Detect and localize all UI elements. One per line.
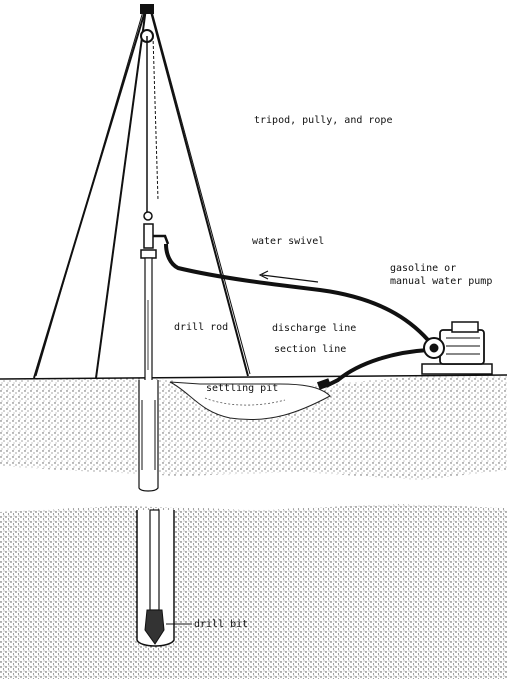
label-section-line: section line bbox=[274, 344, 347, 355]
ground-upper bbox=[0, 374, 507, 480]
ground-lower bbox=[0, 504, 507, 679]
drill-bit bbox=[144, 609, 165, 645]
rope-tail bbox=[152, 35, 159, 201]
tripod bbox=[33, 7, 251, 379]
ground-surface bbox=[0, 374, 507, 380]
pit-water bbox=[204, 397, 286, 406]
water-pump bbox=[421, 321, 493, 375]
drill-rod-lower bbox=[149, 509, 160, 611]
suction-hose bbox=[325, 348, 429, 388]
tripod-top bbox=[140, 4, 154, 14]
label-settling-pit: settling pit bbox=[206, 383, 279, 394]
label-pump-line2: manual water pump bbox=[390, 276, 493, 287]
label-discharge-line: discharge line bbox=[272, 323, 357, 334]
discharge-hose bbox=[164, 243, 430, 342]
water-swivel bbox=[140, 211, 170, 259]
suction-strainer bbox=[316, 378, 332, 390]
label-tripod: tripod, pully, and rope bbox=[254, 115, 393, 126]
label-drill-bit: drill bit bbox=[194, 619, 249, 630]
label-water-swivel: water swivel bbox=[252, 236, 325, 247]
label-drill-rod: drill rod bbox=[174, 322, 229, 333]
label-pump-line1: gasoline or bbox=[390, 263, 457, 274]
flow-arrow bbox=[258, 270, 319, 283]
settling-pit bbox=[169, 381, 331, 421]
borehole-upper bbox=[138, 380, 159, 492]
